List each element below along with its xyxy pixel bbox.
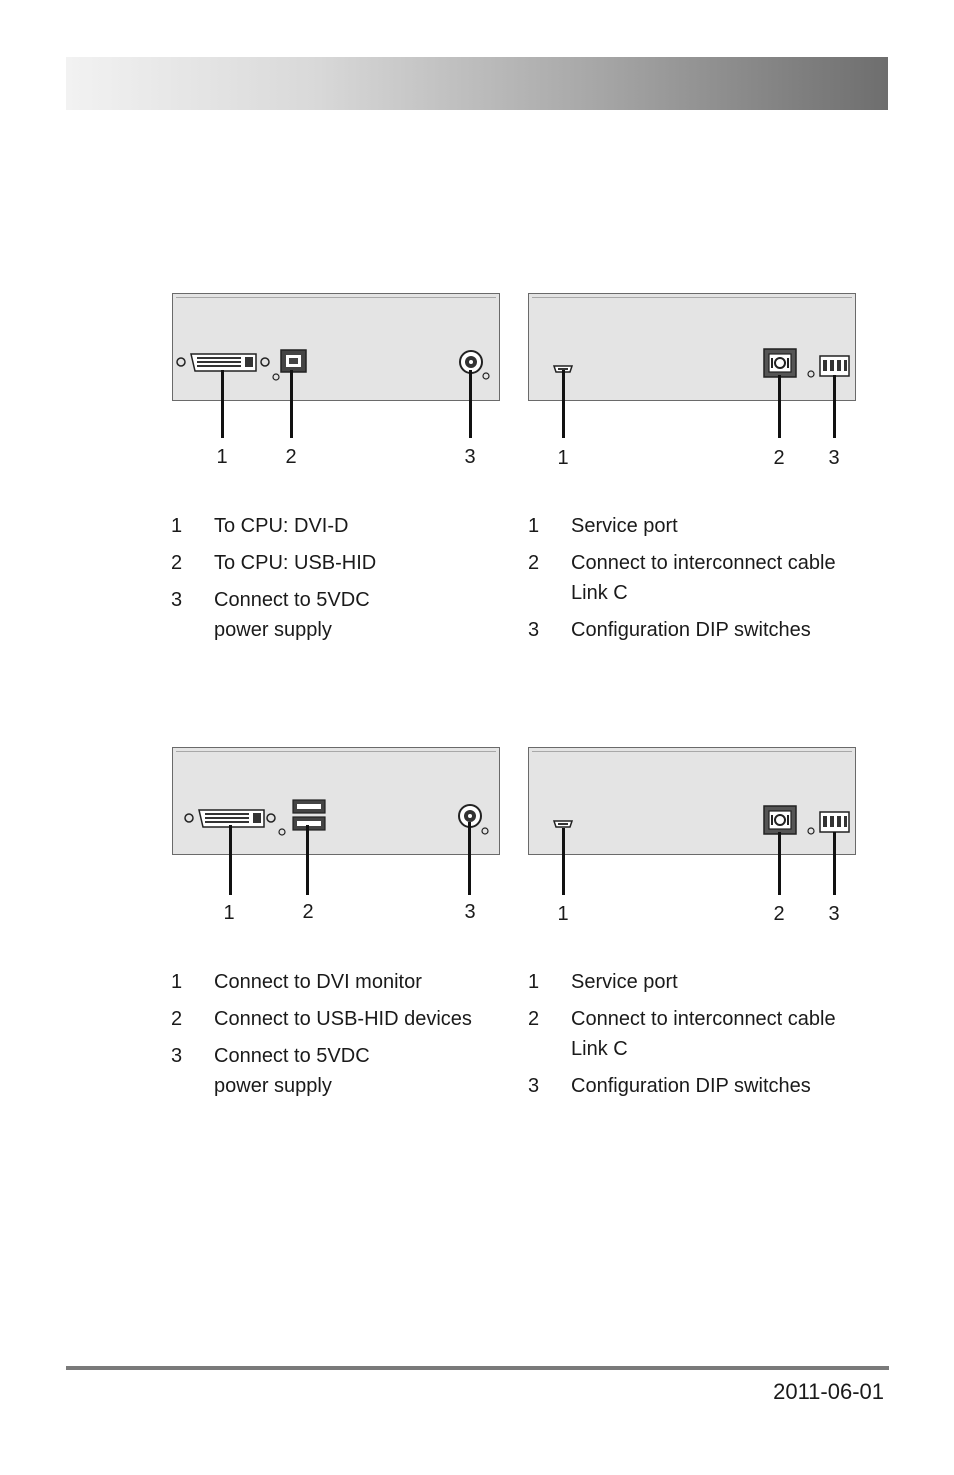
leader-line-3 xyxy=(469,370,472,438)
leader-line-1 xyxy=(221,370,224,438)
service-port-icon xyxy=(552,365,574,373)
cpu-unit-connectors xyxy=(176,349,490,381)
leader-line-2 xyxy=(306,825,309,895)
leader-line-3 xyxy=(833,832,836,895)
callout-number: 2 xyxy=(773,447,785,469)
legend-text: To CPU: DVI-D xyxy=(214,515,349,537)
legend-right: 1 Service port 2 Connect to interconnect… xyxy=(528,967,868,1108)
callout-number: 2 xyxy=(773,903,785,925)
leader-line-1 xyxy=(229,825,232,895)
dc-power-jack-icon xyxy=(459,350,483,374)
cpu-unit-front-connectors xyxy=(552,348,850,378)
legend-item: 3 Configuration DIP switches xyxy=(528,615,868,645)
legend-item: 1 Service port xyxy=(528,967,868,997)
service-port-icon xyxy=(552,820,574,828)
callout-number: 3 xyxy=(464,446,476,468)
legend-right: 1 Service port 2 Connect to interconnect… xyxy=(528,511,868,652)
con-unit-rear-panel xyxy=(172,747,500,855)
legend-number: 2 xyxy=(171,552,183,574)
leader-line-2 xyxy=(778,832,781,895)
legend-number: 3 xyxy=(528,1075,540,1097)
legend-item: 1 To CPU: DVI-D xyxy=(171,511,501,541)
leader-line-3 xyxy=(833,375,836,438)
legend-text: Connect to DVI monitor xyxy=(214,971,422,993)
legend-item: 1 Service port xyxy=(528,511,868,541)
legend-item: 2 Connect to USB-HID devices xyxy=(171,1004,511,1034)
legend-number: 3 xyxy=(171,1045,183,1067)
leader-line-1 xyxy=(562,370,565,438)
leader-line-2 xyxy=(778,375,781,438)
callout-number: 1 xyxy=(223,902,235,924)
leader-line-2 xyxy=(290,370,293,438)
leader-line-3 xyxy=(468,822,471,895)
dvi-d-connector-icon xyxy=(184,809,276,828)
legend-item: 3 Configuration DIP switches xyxy=(528,1071,868,1101)
fiber-interconnect-port-icon xyxy=(763,805,797,835)
callout-number: 2 xyxy=(302,901,314,923)
legend-text: Service port xyxy=(571,971,678,993)
legend-text: Connect to 5VDC power supply xyxy=(214,589,370,641)
footer-rule xyxy=(66,1366,889,1370)
legend-number: 1 xyxy=(528,971,540,993)
callout-number: 1 xyxy=(216,446,228,468)
legend-number: 1 xyxy=(528,515,540,537)
legend-text: Configuration DIP switches xyxy=(571,1075,811,1097)
legend-text: Configuration DIP switches xyxy=(571,619,811,641)
legend-number: 2 xyxy=(528,1008,540,1030)
legend-item: 3 Connect to 5VDC power supply xyxy=(171,1041,511,1101)
legend-number: 2 xyxy=(528,552,540,574)
cpu-unit-front-panel xyxy=(528,293,856,401)
legend-text: To CPU: USB-HID xyxy=(214,552,377,574)
dip-switches-icon xyxy=(819,811,850,833)
legend-item: 2 Connect to interconnect cable Link C xyxy=(528,548,868,608)
legend-left: 1 To CPU: DVI-D 2 To CPU: USB-HID 3 Conn… xyxy=(171,511,501,652)
legend-item: 3 Connect to 5VDC power supply xyxy=(171,585,501,645)
cpu-unit-rear-panel xyxy=(172,293,500,401)
usb-a-ports-icon xyxy=(292,799,326,831)
legend-item: 2 To CPU: USB-HID xyxy=(171,548,501,578)
con-unit-connectors xyxy=(184,799,489,836)
con-unit-front-connectors xyxy=(552,805,850,835)
legend-text: Connect to USB-HID devices xyxy=(214,1008,472,1030)
callout-number: 1 xyxy=(557,903,569,925)
legend-text: Connect to interconnect cable Link C xyxy=(571,1008,836,1060)
legend-number: 2 xyxy=(171,1008,183,1030)
fiber-interconnect-port-icon xyxy=(763,348,797,378)
legend-text: Connect to interconnect cable Link C xyxy=(571,552,836,604)
callout-number: 3 xyxy=(828,447,840,469)
legend-item: 2 Connect to interconnect cable Link C xyxy=(528,1004,868,1064)
con-unit-front-panel xyxy=(528,747,856,855)
dvi-d-connector-icon xyxy=(176,353,270,372)
legend-number: 3 xyxy=(528,619,540,641)
legend-number: 1 xyxy=(171,971,183,993)
leader-line-1 xyxy=(562,828,565,895)
legend-text: Service port xyxy=(571,515,678,537)
legend-number: 1 xyxy=(171,515,183,537)
footer-date: 2011-06-01 xyxy=(773,1379,884,1404)
callout-number: 3 xyxy=(828,903,840,925)
legend-text: Connect to 5VDC power supply xyxy=(214,1045,370,1097)
callout-number: 2 xyxy=(285,446,297,468)
callout-number: 3 xyxy=(464,901,476,923)
legend-number: 3 xyxy=(171,589,183,611)
legend-item: 1 Connect to DVI monitor xyxy=(171,967,511,997)
legend-left: 1 Connect to DVI monitor 2 Connect to US… xyxy=(171,967,511,1108)
usb-b-connector-icon xyxy=(280,349,307,373)
dip-switches-icon xyxy=(819,355,850,377)
callout-number: 1 xyxy=(557,447,569,469)
header-bar xyxy=(66,57,888,110)
